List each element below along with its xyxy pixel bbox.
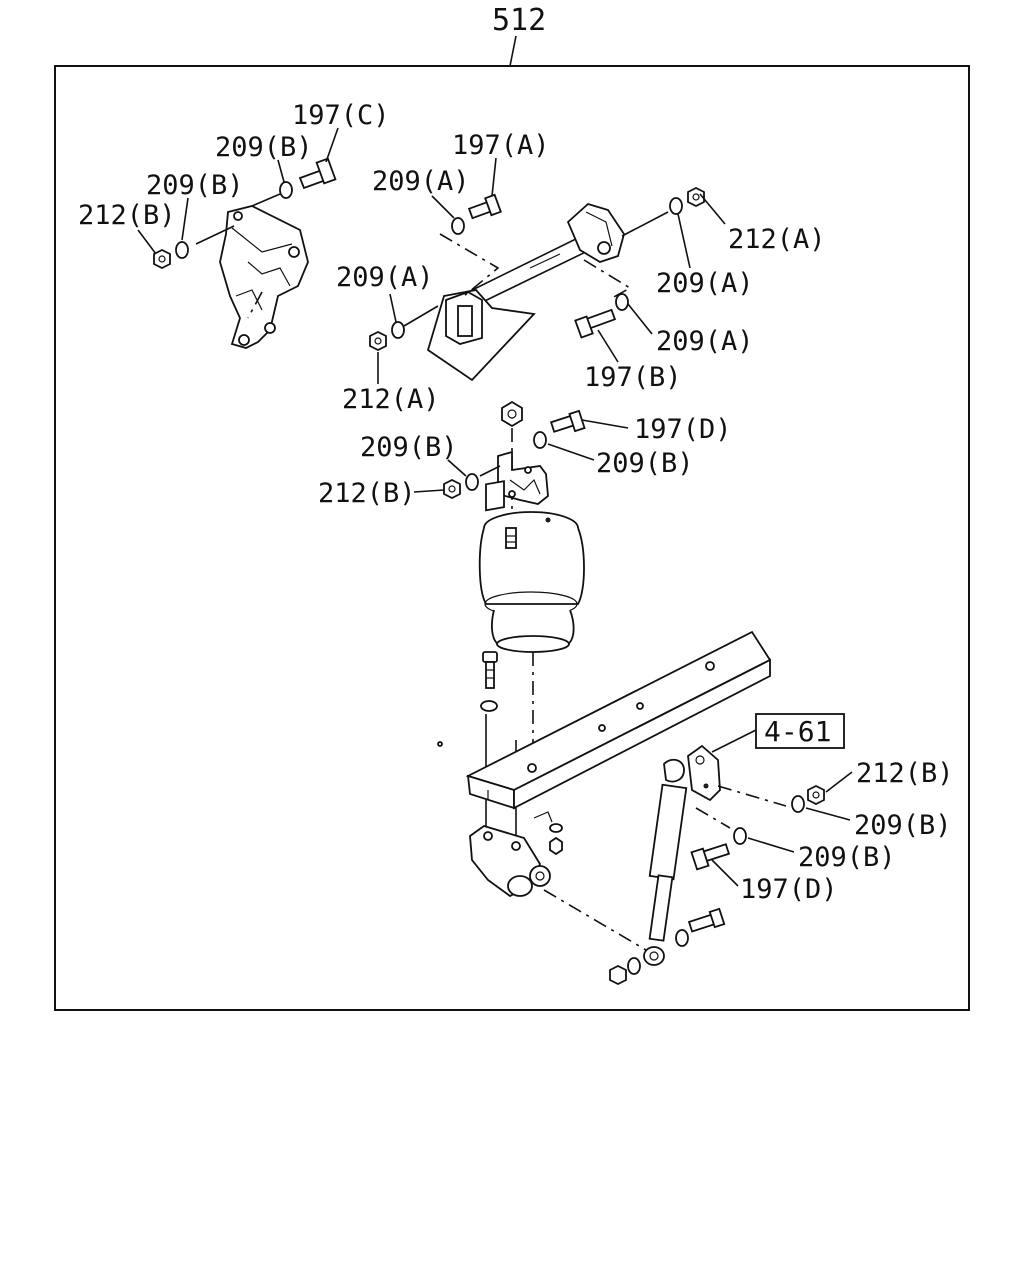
label-209a-3: 209(A)	[336, 262, 434, 293]
title-leader	[509, 35, 517, 67]
spring-upper-bracket	[497, 450, 549, 505]
frame-bracket	[219, 205, 309, 349]
shock-bracket	[687, 744, 721, 802]
label-209b-5: 209(B)	[854, 810, 952, 841]
label-209b-3: 209(B)	[360, 432, 458, 463]
axle-beam	[426, 202, 625, 382]
air-spring	[478, 480, 585, 653]
label-209a-2: 209(A)	[656, 268, 754, 299]
label-197d-2: 197(D)	[740, 874, 838, 905]
bolt-197d-b	[690, 843, 731, 871]
label-212b-1: 212(B)	[78, 200, 176, 231]
bolt-197b	[574, 308, 617, 339]
label-197a: 197(A)	[452, 130, 550, 161]
label-209b-6: 209(B)	[798, 842, 896, 873]
washer-209b-c	[533, 431, 547, 449]
bolt-197d-a	[549, 409, 586, 433]
label-212b-2: 212(B)	[318, 478, 416, 509]
nut-212a-a	[687, 186, 705, 208]
nut-212b-c	[807, 784, 825, 806]
nut-top	[501, 400, 523, 428]
washer-209a-b	[669, 197, 683, 215]
label-212a-2: 212(A)	[342, 384, 440, 415]
washer-209b-f	[733, 827, 747, 845]
label-209a-4: 209(A)	[656, 326, 754, 357]
leader-lines	[137, 127, 853, 887]
label-209b-4: 209(B)	[596, 448, 694, 479]
diagram-title: 512	[492, 3, 546, 38]
label-209b-2: 209(B)	[146, 170, 244, 201]
nut-212b-a	[153, 248, 171, 270]
label-197c: 197(C)	[292, 100, 390, 131]
label-212a-1: 212(A)	[728, 224, 826, 255]
ref-box	[755, 713, 845, 749]
diagram-frame	[54, 65, 970, 1011]
washer-209b-d	[465, 473, 479, 491]
washer-209b-b	[175, 241, 189, 259]
bolt-197a	[467, 193, 502, 220]
label-212b-3: 212(B)	[856, 758, 954, 789]
label-209b-1: 209(B)	[215, 132, 313, 163]
shock-absorber	[643, 758, 688, 966]
washer-209a-c	[615, 293, 629, 311]
label-197b: 197(B)	[584, 362, 682, 393]
nut-212a-b	[369, 330, 387, 352]
bolt-197c	[298, 157, 337, 190]
washer-209b-a	[279, 181, 293, 199]
washer-209b-e	[791, 795, 805, 813]
callout-labels: 197(C) 209(B) 209(B) 212(B) 197(A) 209(A…	[78, 100, 954, 905]
frame-rail	[437, 630, 772, 810]
washer-209a-d	[391, 321, 405, 339]
washer-209a-a	[451, 217, 465, 235]
label-197d-1: 197(D)	[634, 414, 732, 445]
lower-fasteners	[609, 907, 726, 986]
nut-212b-b	[443, 478, 461, 500]
lower-hanger	[469, 825, 551, 898]
washer-lower	[480, 700, 498, 712]
ref-box-label: 4-61	[764, 715, 831, 748]
label-209a-1: 209(A)	[372, 166, 470, 197]
bolt-lower	[482, 651, 498, 689]
